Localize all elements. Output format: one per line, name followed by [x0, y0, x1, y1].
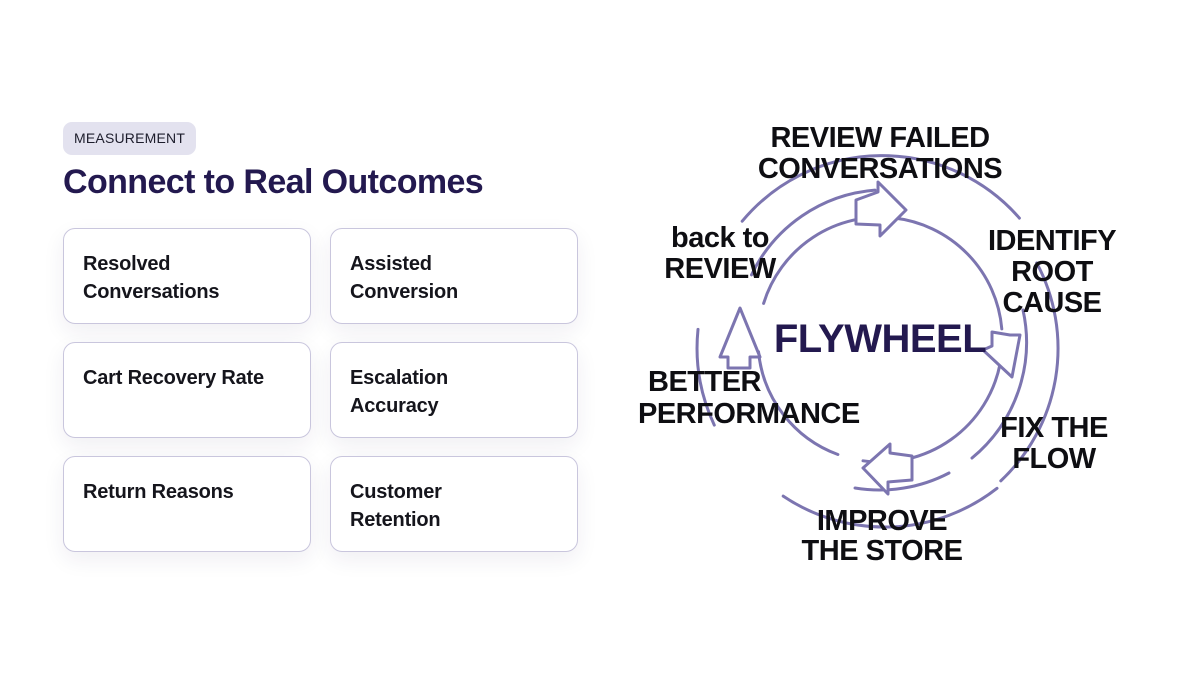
- step-back-line2: REVIEW: [664, 253, 777, 285]
- outer-ring-segment-bottom: [781, 486, 999, 529]
- step-back-line1: back to: [671, 222, 769, 254]
- step-identify-line2: ROOT: [1011, 256, 1094, 288]
- metric-card-return-reasons: Return Reasons: [63, 456, 311, 552]
- flywheel-diagram: FLYWHEEL REVIEW FAILED CONVERSATIONS IDE…: [638, 122, 1117, 567]
- metric-card-customer-retention: Customer Retention: [330, 456, 578, 552]
- step-better-line1: BETTER: [648, 366, 762, 398]
- arrow-down-icon: [981, 330, 1022, 379]
- metric-cards-grid: Resolved Conversations Assisted Conversi…: [63, 228, 578, 552]
- step-review-failed-line1: REVIEW FAILED: [770, 122, 989, 154]
- step-review-failed-line2: CONVERSATIONS: [758, 153, 1002, 185]
- inner-ring-segment-right: [861, 362, 1002, 464]
- middle-ring-segment-right: [970, 308, 1028, 460]
- flywheel-center-label: FLYWHEEL: [774, 317, 986, 361]
- arrow-left-icon: [861, 442, 914, 496]
- arrow-right-icon: [854, 180, 908, 238]
- step-identify-line3: CAUSE: [1002, 287, 1101, 319]
- metric-card-resolved-conversations: Resolved Conversations: [63, 228, 311, 324]
- metric-card-escalation-accuracy: Escalation Accuracy: [330, 342, 578, 438]
- inner-ring-segment-left: [757, 350, 840, 456]
- step-better-line2: PERFORMANCE: [638, 398, 860, 430]
- outer-ring-segment-top: [740, 154, 1021, 223]
- step-improve-line1: IMPROVE: [817, 505, 947, 537]
- section-tag: MEASUREMENT: [63, 122, 197, 155]
- outer-ring-segment-right: [999, 261, 1060, 483]
- metric-card-assisted-conversion: Assisted Conversion: [330, 228, 578, 324]
- step-improve-line2: THE STORE: [802, 535, 963, 567]
- step-fix-flow-line2: FLOW: [1012, 443, 1096, 475]
- step-identify-line1: IDENTIFY: [988, 225, 1116, 257]
- step-fix-flow-line1: FIX THE: [1000, 412, 1108, 444]
- outer-ring-segment-left: [695, 327, 716, 427]
- arrow-up-icon: [718, 306, 762, 370]
- middle-ring-segment-top: [750, 188, 877, 277]
- page-title: Connect to Real Outcomes: [63, 163, 484, 201]
- middle-ring-segment-bottom: [853, 471, 951, 492]
- metric-card-cart-recovery-rate: Cart Recovery Rate: [63, 342, 311, 438]
